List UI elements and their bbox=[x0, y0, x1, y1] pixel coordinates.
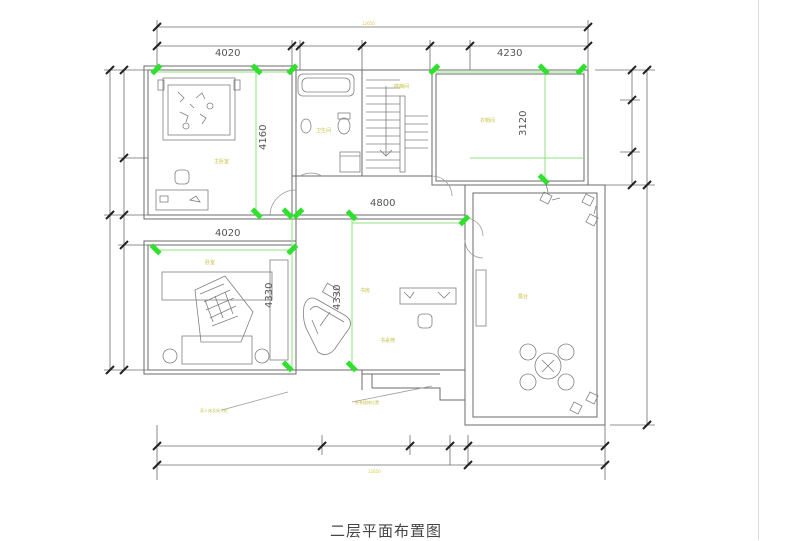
dim-bedroom-height: 4160 bbox=[258, 125, 269, 150]
label-master-bedroom: 主卧室 bbox=[214, 158, 229, 165]
marker bbox=[575, 63, 588, 76]
column-markers bbox=[149, 63, 588, 373]
label-stair: 楼梯间 bbox=[394, 83, 409, 90]
label-bedroom2: 卧室 bbox=[205, 259, 215, 266]
study-sofa bbox=[303, 282, 351, 355]
marker bbox=[149, 243, 162, 256]
bottom-total-dim: 12650 bbox=[368, 469, 381, 474]
marker bbox=[281, 360, 294, 373]
dim-top-left: 4020 bbox=[215, 48, 240, 59]
label-balcony: 露台 bbox=[518, 293, 528, 300]
dim-middle: 4020 bbox=[215, 228, 240, 239]
marker bbox=[150, 63, 163, 76]
marker bbox=[292, 207, 305, 220]
dim-bottom-room-a: 4330 bbox=[264, 283, 275, 308]
bedroom2-bed bbox=[161, 259, 289, 365]
left-dimension-lines bbox=[104, 65, 148, 375]
marker bbox=[286, 63, 299, 76]
balcony-furniture bbox=[475, 183, 599, 415]
label-upper-right-room: 衣帽间 bbox=[480, 117, 495, 124]
marker bbox=[458, 214, 471, 227]
label-desk: 书桌椅 bbox=[380, 337, 395, 344]
marker bbox=[281, 207, 294, 220]
note-left: 双人床及床头柜 bbox=[200, 407, 228, 413]
master-bed bbox=[157, 77, 241, 141]
top-dimension-lines: 12650 bbox=[152, 20, 593, 70]
note-right: 原有楼梯位置 bbox=[355, 399, 379, 405]
marker bbox=[286, 243, 299, 256]
stair bbox=[366, 79, 428, 173]
study-desk bbox=[399, 287, 457, 329]
page-right-border bbox=[758, 0, 759, 540]
drawing-title: 二层平面布置图 bbox=[330, 522, 443, 540]
dim-right-room: 3120 bbox=[518, 111, 529, 136]
master-desk bbox=[155, 169, 209, 211]
marker bbox=[345, 360, 358, 373]
dim-top-right: 4230 bbox=[497, 48, 522, 59]
walls bbox=[143, 65, 606, 426]
marker bbox=[250, 207, 263, 220]
label-bathroom: 卫生间 bbox=[316, 127, 331, 134]
dim-bottom-room-b: 4330 bbox=[332, 285, 343, 310]
bathroom-fixtures bbox=[297, 73, 361, 173]
label-study: 书房 bbox=[360, 287, 370, 294]
leader-lines bbox=[221, 385, 433, 411]
marker bbox=[250, 63, 263, 76]
right-dimension-lines bbox=[595, 65, 655, 430]
bottom-dimension-lines: 12650 bbox=[152, 425, 610, 480]
marker bbox=[537, 173, 550, 186]
marker bbox=[345, 209, 358, 222]
marker bbox=[428, 63, 441, 76]
top-total-dim: 12650 bbox=[362, 21, 375, 26]
dim-corridor: 4800 bbox=[370, 198, 395, 209]
axis-lines bbox=[156, 71, 585, 368]
marker bbox=[537, 63, 550, 76]
